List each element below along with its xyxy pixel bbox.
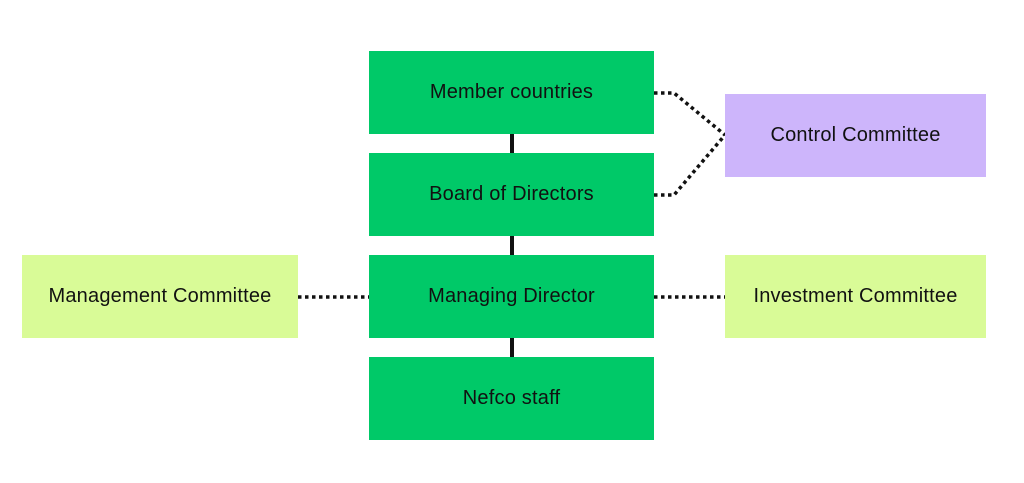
dotted-connector-board-control <box>654 133 727 197</box>
node-member-countries: Member countries <box>369 51 654 134</box>
node-label-board-of-directors: Board of Directors <box>429 183 594 205</box>
dotted-connector-members-control <box>654 91 727 137</box>
node-label-control-committee: Control Committee <box>770 124 941 146</box>
node-label-management-committee: Management Committee <box>48 285 272 307</box>
node-label-managing-director: Managing Director <box>428 285 595 307</box>
node-management-committee: Management Committee <box>22 255 298 338</box>
node-label-investment-committee: Investment Committee <box>753 285 958 307</box>
node-label-nefco-staff: Nefco staff <box>462 387 561 409</box>
node-label-member-countries: Member countries <box>429 81 594 103</box>
node-board-of-directors: Board of Directors <box>369 153 654 236</box>
node-control-committee: Control Committee <box>725 94 986 177</box>
node-nefco-staff: Nefco staff <box>369 357 654 440</box>
node-managing-director: Managing Director <box>369 255 654 338</box>
node-investment-committee: Investment Committee <box>725 255 986 338</box>
